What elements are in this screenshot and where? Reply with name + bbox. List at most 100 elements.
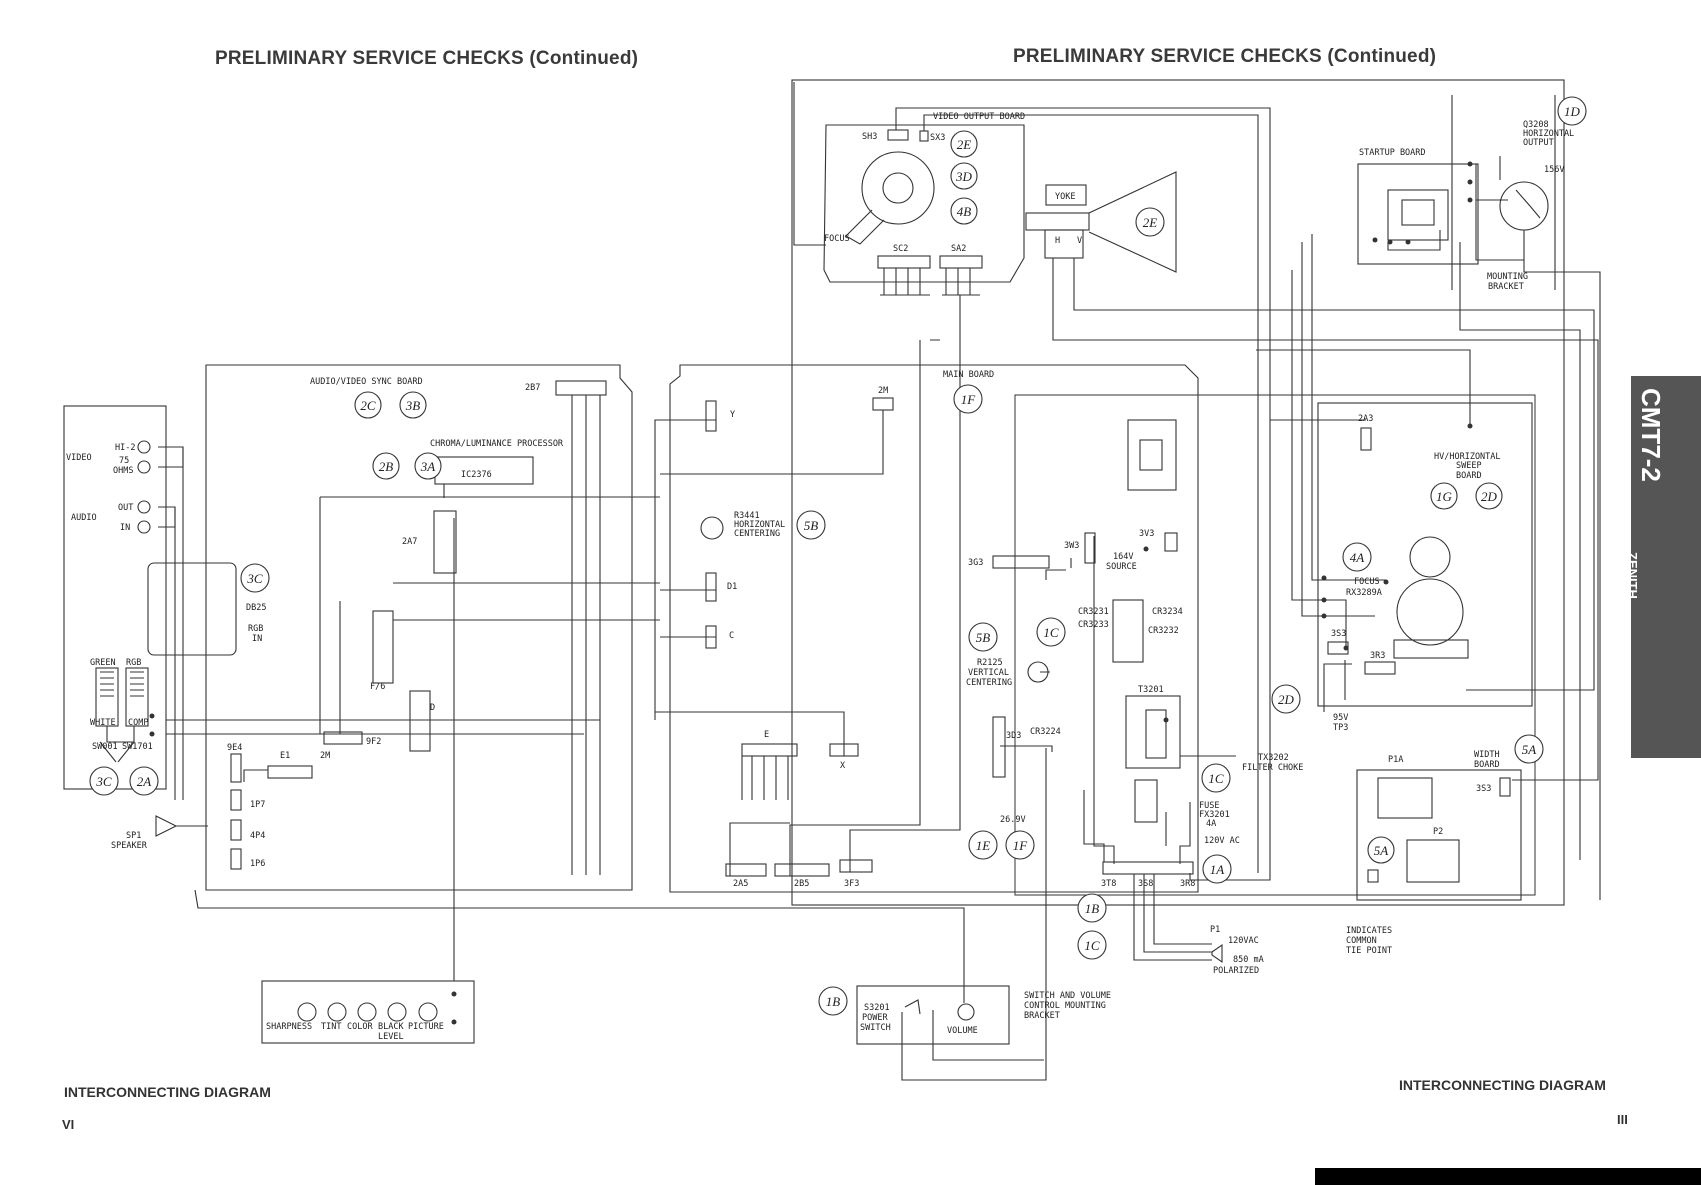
conn-9f2: 9F2	[366, 737, 381, 747]
conn-e: E	[764, 730, 769, 740]
badge-2e-yoke: 2E	[1143, 215, 1158, 230]
sw1701-label: SW1701	[122, 742, 153, 752]
width-board-label-2: BOARD	[1474, 760, 1500, 770]
width-board-label-1: WIDTH	[1474, 750, 1500, 760]
cr3232-label: CR3232	[1148, 626, 1179, 636]
tie-point-label-2: COMMON	[1346, 936, 1377, 946]
badge-2b: 2B	[379, 459, 394, 474]
badge-1d: 1D	[1564, 104, 1581, 119]
side-tab	[1631, 376, 1701, 758]
badge-2a: 2A	[137, 774, 152, 789]
badge-2c: 2C	[360, 398, 376, 413]
v156-label: 156V	[1544, 165, 1564, 175]
conn-2a7: 2A7	[402, 537, 417, 547]
yoke-label: YOKE	[1055, 192, 1075, 202]
conn-3r8: 3R8	[1180, 879, 1195, 889]
r2125-label-2: VERTICAL	[968, 668, 1009, 678]
tp3-label-1: 95V	[1333, 713, 1348, 723]
tx3202-label-2: FILTER CHOKE	[1242, 763, 1303, 773]
control-label-level: LEVEL	[378, 1032, 404, 1042]
comp-label: COMP	[128, 718, 148, 728]
conn-2a3: 2A3	[1358, 414, 1373, 424]
conn-4p4: 4P4	[250, 831, 265, 841]
cr3234-label: CR3234	[1152, 607, 1183, 617]
video-label: VIDEO	[66, 453, 92, 463]
badge-3c-switch: 3C	[95, 774, 112, 789]
badge-3b: 3B	[405, 398, 421, 413]
p1-label-1: P1	[1210, 925, 1220, 935]
conn-3s3a: 3S3	[1331, 629, 1346, 639]
badge-2e-video: 2E	[957, 137, 972, 152]
conn-3s3b: 3S3	[1476, 784, 1491, 794]
out-label: OUT	[118, 503, 133, 513]
tp3-label-2: TP3	[1333, 723, 1348, 733]
switch-bracket-label-3: BRACKET	[1024, 1011, 1060, 1021]
conn-d1: D1	[727, 582, 737, 592]
v164-label-2: SOURCE	[1106, 562, 1137, 572]
control-label-black: BLACK	[378, 1022, 404, 1032]
conn-3s8: 3S8	[1138, 879, 1153, 889]
audio-label: AUDIO	[71, 513, 97, 523]
control-label-picture: PICTURE	[408, 1022, 444, 1032]
t3201-label: T3201	[1138, 685, 1164, 695]
badge-1c-main: 1C	[1043, 625, 1059, 640]
av-sync-board-label: AUDIO/VIDEO SYNC BOARD	[310, 377, 423, 387]
conn-sc2: SC2	[893, 244, 908, 254]
sweep-board-label-3: BOARD	[1456, 471, 1482, 481]
badge-1b: 1B	[1085, 901, 1100, 916]
power-switch-label-2: POWER	[862, 1013, 888, 1023]
p1-label-2: 120VAC	[1228, 936, 1259, 946]
r2125-label-1: R2125	[977, 658, 1003, 668]
badge-3d: 3D	[955, 169, 973, 184]
side-tab-model: CMT7-2	[1636, 388, 1666, 482]
ac120-label: 120V AC	[1204, 836, 1240, 846]
page-number-left: VI	[62, 1117, 75, 1132]
rgb-in-label-1: RGB	[248, 624, 263, 634]
conn-x: X	[840, 761, 846, 771]
control-label-tint: TINT	[321, 1022, 341, 1032]
conn-2b5: 2B5	[794, 879, 809, 889]
focus-label: FOCUS	[824, 234, 850, 244]
power-switch-label-1: S3201	[864, 1003, 890, 1013]
ohms75-label-2: OHMS	[113, 466, 133, 476]
control-label-sharpness: SHARPNESS	[266, 1022, 312, 1032]
side-tab-submodel: MODEL ZVM-135	[1609, 552, 1624, 656]
conn-c: C	[729, 631, 734, 641]
badge-5a-width: 5A	[1522, 742, 1537, 757]
conn-sa2: SA2	[951, 244, 966, 254]
badge-4a: 4A	[1350, 550, 1365, 565]
conn-3g3: 3G3	[968, 558, 983, 568]
badge-1c-bottom: 1C	[1084, 938, 1100, 953]
badge-5b-horizontal: 5B	[804, 518, 819, 533]
conn-sx3: SX3	[930, 133, 945, 143]
badge-1e: 1E	[976, 838, 991, 853]
ohms75-label-1: 75	[119, 456, 129, 466]
conn-sh3: SH3	[862, 132, 877, 142]
r3441-label-2: HORIZONTAL	[734, 520, 785, 530]
badge-5b-vertical: 5B	[976, 630, 991, 645]
conn-1p6: 1P6	[250, 859, 265, 869]
badge-5a-p: 5A	[1374, 843, 1389, 858]
sw001-label: SW001	[92, 742, 118, 752]
footer-right-caption: INTERCONNECTING DIAGRAM	[1399, 1077, 1606, 1093]
cr3233-label: CR3233	[1078, 620, 1109, 630]
conn-d: D	[430, 703, 435, 713]
video-output-board-label: VIDEO OUTPUT BOARD	[933, 112, 1025, 122]
badge-1b-switch: 1B	[826, 994, 841, 1009]
v164-label-1: 164V	[1113, 552, 1133, 562]
conn-3v3: 3V3	[1139, 529, 1154, 539]
green-label: GREEN	[90, 658, 116, 668]
focus-rx-label-1: FOCUS	[1354, 577, 1380, 587]
r3441-label-3: CENTERING	[734, 529, 780, 539]
badge-4b: 4B	[957, 204, 972, 219]
chroma-processor-label: CHROMA/LUMINANCE PROCESSOR	[430, 439, 564, 449]
mounting-bracket-label-2: BRACKET	[1488, 282, 1524, 292]
mounting-bracket-label-1: MOUNTING	[1487, 272, 1528, 282]
yoke-h-label: H	[1055, 236, 1060, 246]
conn-3f3: 3F3	[844, 879, 859, 889]
badge-3a: 3A	[420, 459, 436, 474]
sweep-board-label-1: HV/HORIZONTAL	[1434, 452, 1501, 462]
ic2376-label: IC2376	[461, 470, 492, 480]
rgb-in-label-2: IN	[252, 634, 262, 644]
